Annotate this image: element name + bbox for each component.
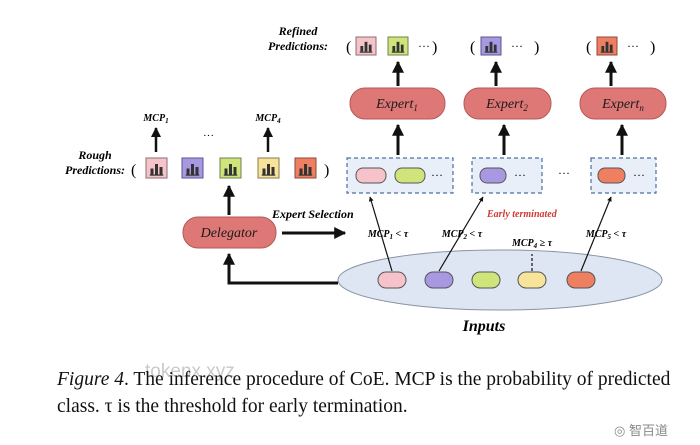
delegator: Delegator (182, 216, 277, 249)
svg-text:(: ( (131, 162, 136, 179)
expert-1-input-box: ··· (346, 157, 454, 194)
ellipsis: ··· (431, 168, 443, 182)
watermark-right: ◎ 智百道 (614, 423, 668, 438)
input-token (424, 271, 454, 289)
refined-label-line2: Predictions: (268, 39, 328, 53)
svg-text:): ) (432, 39, 437, 56)
expert-2: Expert2 (463, 87, 552, 120)
expert-n-sub: n (639, 103, 644, 113)
token (394, 167, 426, 184)
rough-predictions-row: ( ) (131, 157, 329, 179)
mcp-condition: MCP4 ≥ τ (511, 238, 553, 250)
ellipsis: ··· (558, 166, 570, 180)
refined-label-line1: Refined (278, 24, 319, 38)
svg-text:(: ( (346, 39, 351, 56)
figure-caption: Figure 4. The inference procedure of CoE… (57, 366, 687, 420)
refined-predictions-group-2: ( ··· ) (470, 36, 539, 56)
input-token (517, 271, 547, 289)
caption-text: . The inference procedure of CoE. MCP is… (57, 369, 671, 417)
expert-2-input-box: ··· (471, 157, 543, 194)
ellipsis: ··· (633, 168, 645, 182)
mcp-condition: MCP1 < τ (367, 229, 409, 241)
svg-text:Expert1: Expert1 (375, 97, 418, 113)
ellipsis: ··· (511, 39, 523, 53)
expert-1: Expert1 (349, 87, 446, 120)
token (597, 167, 626, 184)
inputs-label: Inputs (462, 318, 506, 335)
early-terminated-label: Early terminated (486, 209, 558, 220)
expert-1-label: Expert (375, 97, 414, 112)
rough-label-line1: Rough (77, 148, 112, 162)
expert-selection-label: Expert Selection (271, 207, 354, 221)
input-token (471, 271, 501, 289)
expert-n-input-box: ··· (590, 157, 657, 194)
delegator-label: Delegator (200, 226, 258, 241)
svg-text:(: ( (470, 39, 475, 56)
input-token (377, 271, 407, 289)
refined-predictions-group-1: ( ··· ) (346, 36, 437, 56)
mcp-condition: MCP5 < τ (585, 229, 627, 241)
svg-text:Expertn: Expertn (601, 97, 644, 113)
svg-text:(: ( (586, 39, 591, 56)
caption-label: Figure 4 (57, 369, 124, 390)
svg-text:): ) (534, 39, 539, 56)
token (355, 167, 387, 184)
expert-1-sub: 1 (413, 103, 418, 113)
mcp-condition: MCP2 < τ (441, 229, 483, 241)
svg-text:): ) (650, 39, 655, 56)
rough-label-line2: Predictions: (65, 163, 125, 177)
mcp-label-top: MCP1 (142, 113, 168, 125)
ellipsis: ··· (418, 39, 430, 53)
refined-predictions-group-n: ( ··· ) (586, 36, 655, 56)
expert-n: Expertn (579, 87, 667, 120)
svg-text:): ) (324, 162, 329, 179)
ellipsis: ··· (514, 168, 526, 182)
expert-2-sub: 2 (523, 103, 528, 113)
input-token (566, 271, 596, 289)
ellipsis: ··· (627, 39, 639, 53)
expert-n-label: Expert (601, 97, 640, 112)
expert-2-label: Expert (485, 97, 524, 112)
ellipsis: ··· (203, 130, 214, 142)
svg-text:Expert2: Expert2 (485, 97, 528, 113)
token (479, 167, 507, 184)
watermark-left: tokenx.xyz (145, 361, 235, 382)
mcp-label-top: MCP4 (254, 113, 281, 125)
